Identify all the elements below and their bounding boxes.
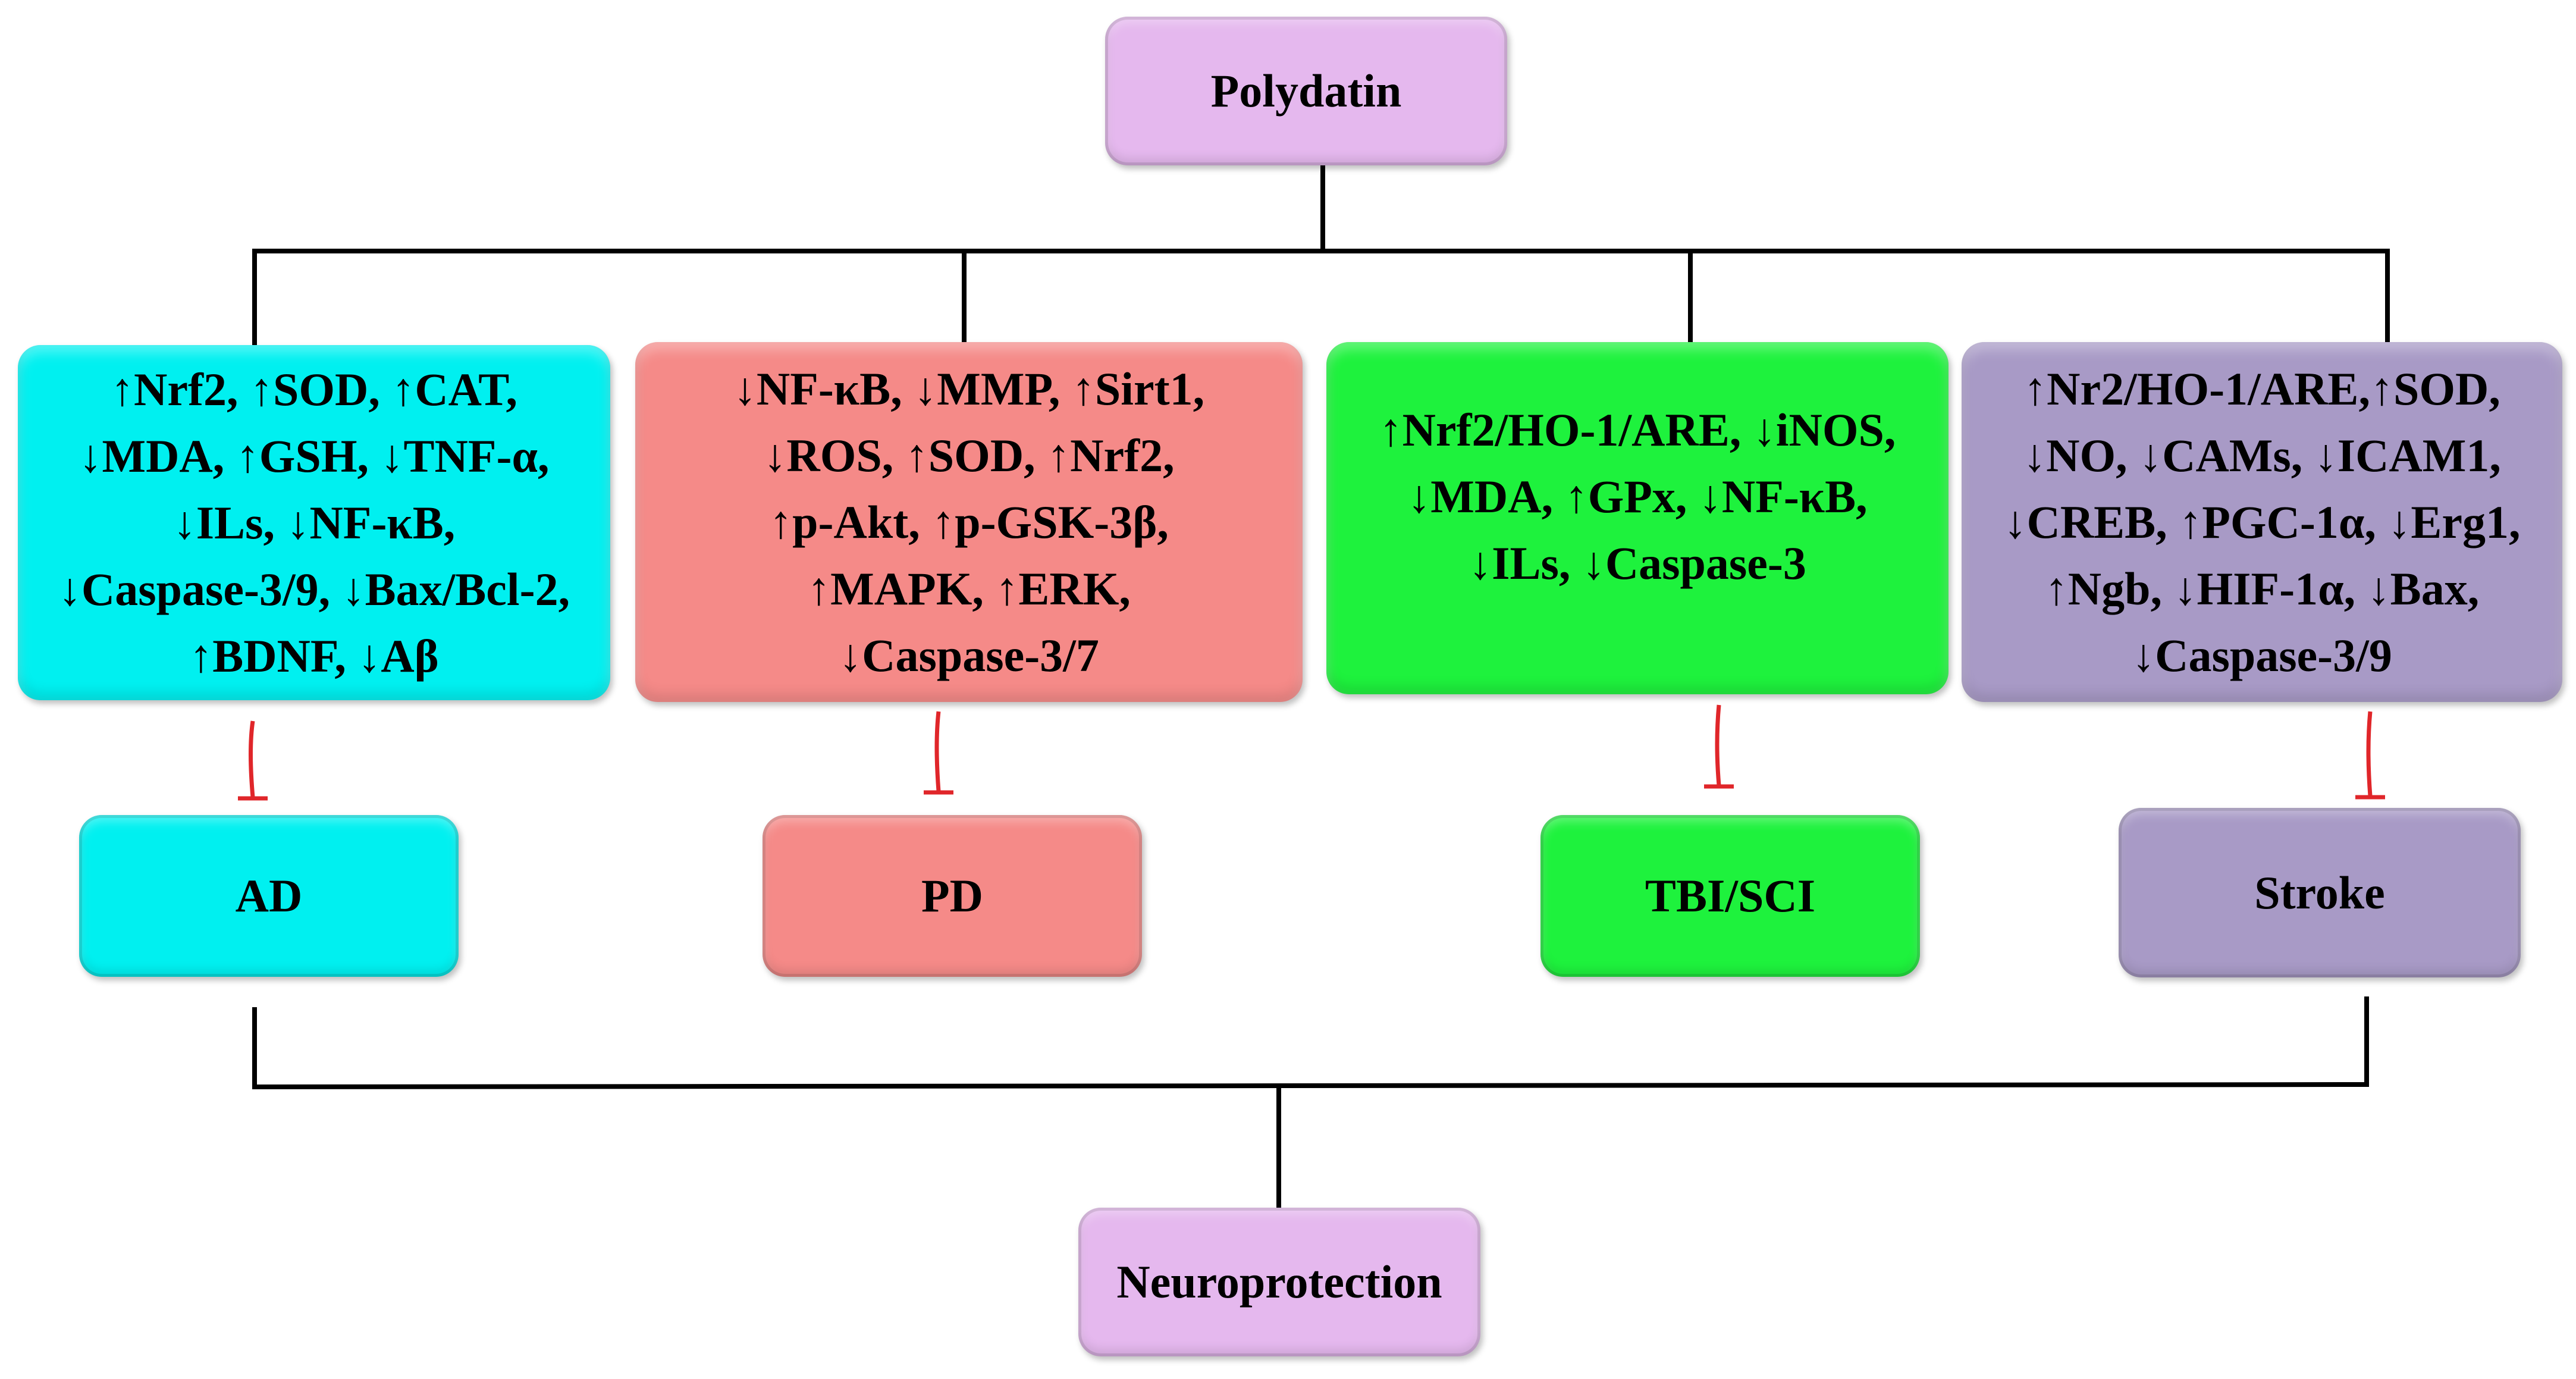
mechanism-box-ad: ↑Nrf2, ↑SOD, ↑CAT, ↓MDA, ↑GSH, ↓TNF-α, ↓…	[18, 345, 610, 700]
outcome-node-neuroprotection: Neuroprotection	[1078, 1208, 1480, 1356]
mechanism-line: ↑Nrf2, ↑SOD, ↑CAT,	[111, 363, 517, 415]
mechanism-text-pd: ↓NF-κB, ↓MMP, ↑Sirt1, ↓ROS, ↑SOD, ↑Nrf2,…	[733, 356, 1204, 689]
mechanism-line: ↓ILs, ↓NF-κB,	[172, 496, 456, 549]
disease-label: Stroke	[2254, 866, 2385, 919]
mechanism-line: ↓CREB, ↑PGC-1α, ↓Erg1,	[2003, 496, 2521, 548]
mechanism-line: ↑Nr2/HO-1/ARE,↑SOD,	[2023, 362, 2500, 415]
disease-label: TBI/SCI	[1645, 870, 1816, 922]
mechanism-text-ad: ↑Nrf2, ↑SOD, ↑CAT, ↓MDA, ↑GSH, ↓TNF-α, ↓…	[58, 356, 570, 690]
disease-box-stroke: Stroke	[2119, 808, 2521, 977]
inhibit-marker-ad	[238, 720, 268, 801]
root-node-polydatin: Polydatin	[1105, 17, 1507, 165]
mechanism-line: ↓NF-κB, ↓MMP, ↑Sirt1,	[733, 362, 1205, 415]
mechanism-line: ↓Caspase-3/7	[839, 629, 1099, 681]
inhibit-marker-tbi	[1704, 704, 1734, 789]
mechanism-line: ↑MAPK, ↑ERK,	[807, 562, 1131, 615]
bottom-bus	[252, 1082, 2370, 1089]
disease-label: AD	[235, 870, 303, 922]
outcome-label: Neuroprotection	[1116, 1256, 1442, 1308]
disease-box-ad: AD	[79, 815, 459, 977]
mechanism-box-tbi-sci: ↑Nrf2/HO-1/ARE, ↓iNOS, ↓MDA, ↑GPx, ↓NF-κ…	[1326, 342, 1949, 694]
mechanism-line: ↓MDA, ↑GPx, ↓NF-κB,	[1407, 471, 1868, 522]
mechanism-line: ↓ROS, ↑SOD, ↑Nrf2,	[763, 429, 1175, 481]
mechanism-line: ↓Caspase-3/9	[2132, 629, 2392, 681]
mechanism-line: ↑p-Akt, ↑p-GSK-3β,	[769, 496, 1169, 548]
mechanism-line: ↓NO, ↓CAMs, ↓ICAM1,	[2023, 429, 2501, 481]
root-label: Polydatin	[1210, 65, 1402, 117]
mechanism-line: ↑Nrf2/HO-1/ARE, ↓iNOS,	[1379, 404, 1896, 456]
disease-box-pd: PD	[763, 815, 1142, 977]
mechanism-line: ↓ILs, ↓Caspase-3	[1469, 537, 1806, 589]
inhibit-marker-stroke	[2355, 711, 2385, 800]
mechanism-line: ↓MDA, ↑GSH, ↓TNF-α,	[79, 430, 550, 482]
mechanism-box-pd: ↓NF-κB, ↓MMP, ↑Sirt1, ↓ROS, ↑SOD, ↑Nrf2,…	[635, 342, 1303, 702]
mechanism-line: ↓Caspase-3/9, ↓Bax/Bcl-2,	[58, 563, 570, 615]
mechanism-text-tbi-sci: ↑Nrf2/HO-1/ARE, ↓iNOS, ↓MDA, ↑GPx, ↓NF-κ…	[1379, 397, 1896, 597]
mechanism-line: ↑Ngb, ↓HIF-1α, ↓Bax,	[2044, 562, 2480, 615]
inhibit-marker-pd	[924, 711, 953, 795]
mechanism-box-stroke: ↑Nr2/HO-1/ARE,↑SOD, ↓NO, ↓CAMs, ↓ICAM1, …	[1962, 342, 2562, 702]
disease-label: PD	[921, 870, 983, 922]
mechanism-line: ↑BDNF, ↓Aβ	[189, 629, 439, 682]
mechanism-text-stroke: ↑Nr2/HO-1/ARE,↑SOD, ↓NO, ↓CAMs, ↓ICAM1, …	[2003, 356, 2520, 689]
disease-box-tbi-sci: TBI/SCI	[1540, 815, 1920, 977]
